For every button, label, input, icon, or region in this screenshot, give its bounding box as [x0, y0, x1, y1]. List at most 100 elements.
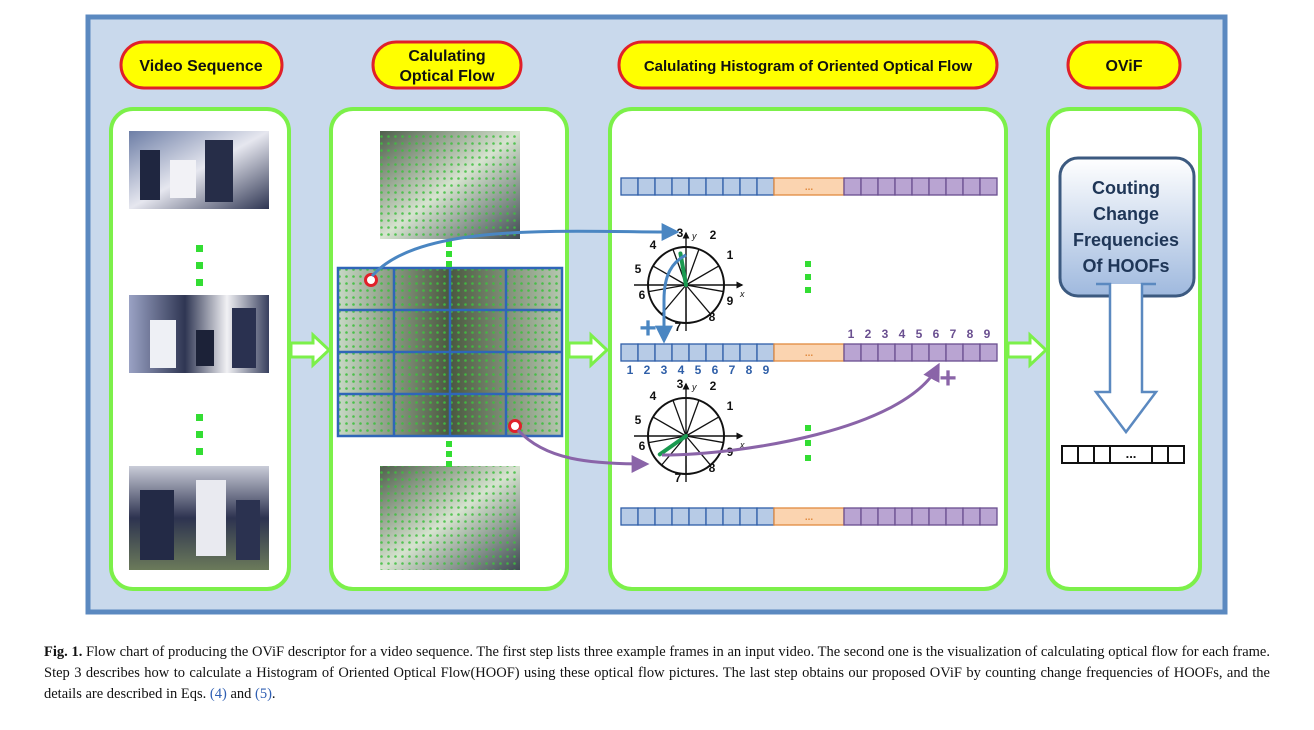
ovif-down-arrow: [1093, 282, 1159, 435]
direction-bin-number: 4: [650, 238, 657, 252]
hist-bin-blue: [637, 507, 656, 526]
hist-bin-blue: [722, 343, 741, 362]
hoof-histograms: .........: [620, 177, 998, 526]
video-frame-3: [129, 466, 269, 570]
ellipsis-dots-flow-1: [446, 241, 452, 267]
hist-bin-purple: [962, 343, 981, 362]
hist-bin-purple: [962, 177, 981, 196]
direction-bin-number: 6: [639, 439, 646, 453]
hist-ellipsis: ...: [805, 182, 814, 193]
hist-bin-purple: [860, 343, 879, 362]
direction-bin-number: 8: [709, 461, 716, 475]
bin-number-purple: 8: [967, 327, 974, 341]
hist-bin-blue: [722, 507, 741, 526]
video-frame-1: [129, 131, 269, 209]
hist-bin-purple: [928, 507, 947, 526]
bin-number-blue: 6: [712, 363, 719, 377]
ellipsis-dots-video-2: [196, 414, 203, 455]
bin-number-blue: 5: [695, 363, 702, 377]
hist-bin-purple: [962, 507, 981, 526]
step-label-hoof: Calulating Histogram of Oriented Optical…: [617, 40, 999, 90]
hist-bin-purple: [843, 507, 862, 526]
direction-bin-number: 6: [639, 288, 646, 302]
hist-bin-purple: [894, 343, 913, 362]
caption-ref-eq4[interactable]: (4): [209, 686, 227, 702]
transition-arrow-1: [289, 331, 332, 369]
bin-number-blue: 1: [627, 363, 634, 377]
hist-bin-purple: [877, 177, 896, 196]
hist-bin-blue: [620, 177, 639, 196]
video-frame-2: [129, 295, 269, 373]
figure-caption: Fig. 1. Flow chart of producing the OViF…: [44, 642, 1270, 705]
hist-bin-purple: [894, 507, 913, 526]
hist-bin-purple: [945, 177, 964, 196]
arrow-wheel-2-to-bin: [661, 362, 940, 457]
hist-bin-purple: [911, 177, 930, 196]
hist-bin-purple: [979, 343, 998, 362]
direction-bin-number: 2: [710, 228, 717, 242]
bin-number-blue: 3: [661, 363, 668, 377]
step-label-text-line2: Optical Flow: [399, 68, 495, 85]
axis-label-x: x: [739, 440, 745, 450]
ovif-flowchart: Video Sequence Calulating Optical Flow C…: [85, 14, 1228, 615]
hist-bin-blue: [654, 343, 673, 362]
step-label-video-sequence: Video Sequence: [119, 40, 284, 90]
hist-bin-blue: [705, 507, 724, 526]
caption-fig-label: Fig. 1.: [44, 644, 83, 660]
step-label-optical-flow: Calulating Optical Flow: [371, 40, 523, 90]
hist-bin-blue: [620, 343, 639, 362]
ellipsis-dots-video-1: [196, 245, 203, 286]
hist-bin-purple: [928, 343, 947, 362]
ovif-counting-box: Couting Change Frequencies Of HOOFs: [1058, 156, 1196, 298]
axis-label-y: y: [691, 231, 697, 241]
hist-bin-blue: [722, 177, 741, 196]
direction-bin-number: 3: [677, 377, 684, 391]
transition-arrow-2: [567, 331, 610, 369]
step-label-text-line1: Calulating: [408, 48, 485, 65]
direction-bin-number: 9: [727, 445, 734, 459]
hist-bin-purple: [877, 343, 896, 362]
hist-bin-blue: [739, 177, 758, 196]
hist-bin-blue: [739, 507, 758, 526]
bin-number-blue: 9: [763, 363, 770, 377]
hist-bin-blue: [739, 343, 758, 362]
direction-bin-number: 4: [650, 389, 657, 403]
hist-bin-blue: [637, 343, 656, 362]
axis-label-y: y: [691, 382, 697, 392]
bin-number-purple: 1: [848, 327, 855, 341]
caption-ref-eq5[interactable]: (5): [255, 686, 272, 702]
bin-number-purple: 3: [882, 327, 889, 341]
hist-bin-purple: [860, 507, 879, 526]
bin-number-blue: 7: [729, 363, 736, 377]
arrow-flow-to-wheel-2: [516, 428, 650, 473]
hist-bin-blue: [671, 507, 690, 526]
bin-number-purple: 4: [899, 327, 906, 341]
hist-bin-blue: [688, 507, 707, 526]
direction-bin-number: 5: [635, 262, 642, 276]
hist-bin-purple: [979, 177, 998, 196]
hist-bin-purple: [843, 343, 862, 362]
ovif-vector-ellipsis: ...: [1126, 446, 1137, 461]
ovif-box-line2: Change: [1093, 204, 1159, 224]
bin-number-blue: 4: [678, 363, 685, 377]
hist-bin-purple: [860, 177, 879, 196]
hist-ellipsis: ...: [805, 348, 814, 359]
hist-bin-blue: [756, 177, 775, 196]
hist-bin-blue: [671, 177, 690, 196]
hist-bin-purple: [945, 343, 964, 362]
hoof-histogram-row: ...: [620, 343, 998, 362]
hist-bin-blue: [654, 177, 673, 196]
hist-bin-blue: [756, 343, 775, 362]
hist-bin-purple: [928, 177, 947, 196]
hist-bin-purple: [945, 507, 964, 526]
direction-bin-number: 8: [709, 310, 716, 324]
flow-frame-bottom: [380, 466, 520, 570]
hist-bin-purple: [911, 343, 930, 362]
direction-bin-number: 1: [727, 248, 734, 262]
hist-bin-blue: [620, 507, 639, 526]
axis-label-x: x: [739, 289, 745, 299]
caption-text: Flow chart of producing the OViF descrip…: [44, 644, 1270, 702]
hist-bin-purple: [843, 177, 862, 196]
